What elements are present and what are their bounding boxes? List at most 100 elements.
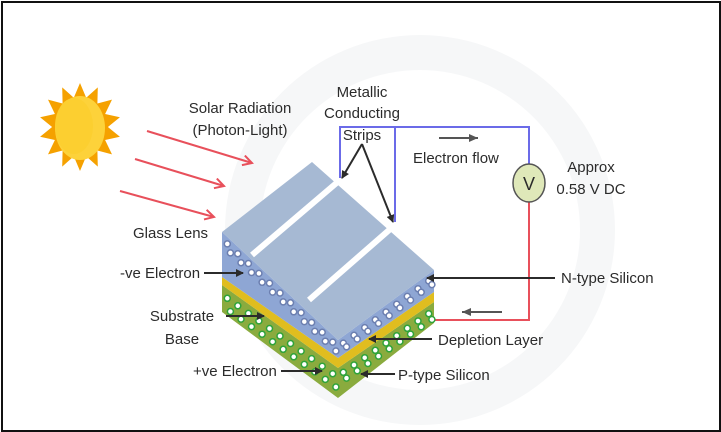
label-solar-radiation: Solar Radiation	[189, 100, 292, 117]
metallic-strip	[307, 221, 398, 303]
electron-dot	[279, 298, 287, 306]
electron-dot	[258, 278, 266, 287]
electron-dot	[374, 352, 383, 360]
electron-dot	[311, 327, 319, 336]
electron-dot	[406, 296, 415, 304]
electron-dot	[321, 375, 330, 384]
electron-dot	[297, 347, 305, 355]
electron-dot	[265, 279, 274, 287]
electron-dot	[385, 311, 393, 320]
electron-dot	[237, 258, 245, 267]
electron-dot	[307, 318, 316, 327]
label-conducting: Conducting	[324, 105, 400, 122]
electron-dot	[279, 345, 287, 354]
solar-cell-block	[222, 162, 436, 398]
electron-dot	[392, 331, 401, 340]
electron-dot	[223, 240, 232, 248]
photon-arrows	[119, 130, 252, 217]
electron-dot	[360, 353, 369, 362]
electron-dot	[297, 308, 305, 317]
electron-dot	[226, 249, 235, 257]
electron-dot	[428, 315, 436, 324]
depletion-layer	[222, 277, 434, 368]
electron-dot	[424, 309, 433, 318]
electron-dot	[428, 280, 436, 289]
strip-pointer	[341, 143, 363, 179]
electron-dot	[234, 249, 242, 258]
electron-dot	[234, 302, 242, 310]
label-voltage: 0.58 V DC	[556, 181, 625, 198]
electron-dot	[223, 294, 232, 303]
electron-dot	[286, 339, 295, 348]
electron-dot	[318, 328, 326, 337]
n-type-layer	[222, 232, 434, 358]
electron-dot	[350, 361, 358, 369]
electron-dot	[300, 360, 309, 369]
photon-arrow	[146, 130, 252, 163]
electron-dot	[342, 374, 351, 382]
electron-dot	[385, 345, 393, 353]
electron-dot	[255, 269, 263, 278]
photon-arrow	[119, 190, 214, 217]
label-substrate: Substrate	[150, 308, 214, 325]
electron-dot	[321, 337, 330, 345]
electron-dot	[307, 354, 316, 363]
label-electron-flow: Electron flow	[413, 150, 499, 167]
electron-dot	[244, 259, 253, 268]
electron-dot	[353, 335, 361, 343]
label-depletion: Depletion Layer	[438, 332, 543, 349]
electron-dot	[328, 338, 337, 346]
electron-dot	[318, 362, 326, 370]
glass-lens-top	[222, 162, 434, 340]
photon-arrow	[134, 158, 224, 186]
electron-dot	[364, 327, 372, 335]
label-photon-light: (Photon-Light)	[192, 122, 287, 139]
voltmeter-symbol: V	[523, 174, 535, 194]
electron-dot	[328, 369, 337, 378]
label-base: Base	[165, 331, 199, 348]
electron-dot	[403, 324, 412, 333]
electron-dot	[286, 299, 295, 307]
electron-dot	[265, 324, 274, 333]
label-n-type: N-type Silicon	[561, 270, 654, 287]
electron-dot	[353, 367, 361, 375]
electron-dot	[276, 332, 284, 340]
p-type-layer	[222, 285, 434, 398]
strip-pointer	[361, 143, 395, 223]
label-metallic: Metallic	[337, 84, 388, 101]
electron-dot	[226, 307, 235, 316]
electron-dot	[396, 304, 404, 312]
label-approx: Approx	[567, 159, 615, 176]
wire-positive	[434, 200, 530, 321]
label-strips: Strips	[343, 127, 381, 144]
voltmeter-icon: V	[512, 163, 546, 203]
electron-dot	[417, 288, 425, 297]
electron-dot	[414, 317, 422, 325]
sun-icon	[40, 83, 120, 171]
electron-dot	[382, 339, 390, 347]
electron-dot	[371, 346, 380, 355]
electron-dot	[268, 337, 277, 346]
electron-dot	[339, 368, 348, 377]
electron-dot	[247, 322, 256, 331]
electron-dot	[300, 317, 309, 326]
electron-dot	[342, 343, 351, 351]
pointer-lines	[204, 143, 555, 378]
metallic-strip	[250, 177, 342, 258]
label-pos-electron: +ve Electron	[193, 363, 277, 380]
electron-dot	[268, 288, 277, 296]
electron-dot	[364, 359, 372, 368]
electron-dot	[374, 319, 383, 328]
label-neg-electron: -ve Electron	[120, 265, 200, 282]
electron-dot	[289, 308, 298, 316]
electron-dot	[332, 347, 340, 355]
electron-dot	[258, 330, 266, 338]
label-p-type: P-type Silicon	[398, 367, 490, 384]
electron-dot	[406, 330, 415, 338]
electron-dot	[276, 289, 284, 297]
electron-dot	[247, 268, 256, 277]
circuit-wires	[339, 126, 530, 321]
electron-dot	[417, 323, 425, 331]
wire-negative	[339, 126, 530, 178]
